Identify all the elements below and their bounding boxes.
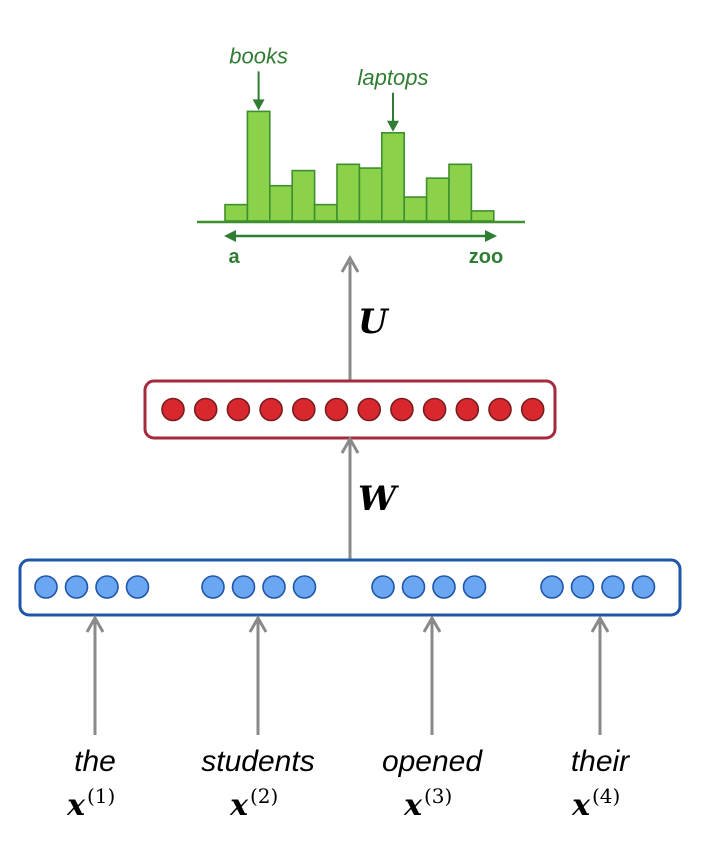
input-the: the x(1) xyxy=(66,614,116,823)
histogram-bar xyxy=(470,210,495,222)
vocab-axis-end-label: zoo xyxy=(469,246,503,268)
hidden-neuron xyxy=(324,397,349,422)
input-layer-box xyxy=(18,558,682,617)
hidden-neuron xyxy=(455,397,480,422)
input-neuron xyxy=(64,575,89,599)
input-vector-superscript: (3) xyxy=(424,784,452,808)
annotation-arrow-head xyxy=(252,99,265,111)
hidden-layer xyxy=(143,379,557,440)
input-opened: opened x(3) xyxy=(382,614,483,823)
input-neuron xyxy=(262,575,286,599)
input-neuron xyxy=(401,575,426,599)
hidden-neuron xyxy=(291,397,316,422)
arrow-U: U xyxy=(340,254,390,380)
input-vector-symbol: x xyxy=(229,788,249,823)
input-neuron xyxy=(432,575,456,599)
input-arrow-head xyxy=(422,614,442,633)
annotation-label-laptops: laptops xyxy=(358,65,429,90)
histogram-bars xyxy=(224,110,495,222)
arrow-W: W xyxy=(340,435,399,560)
hidden-neuron xyxy=(520,397,545,422)
input-neuron xyxy=(34,575,58,599)
hidden-neuron xyxy=(161,397,185,422)
vocab-axis-right-arrowhead xyxy=(485,230,497,242)
histogram-bar xyxy=(246,110,271,222)
histogram-annotations: books laptops xyxy=(229,43,429,132)
input-neuron xyxy=(601,575,625,599)
input-neurons xyxy=(34,575,656,599)
annotation-arrow-head xyxy=(387,120,399,132)
input-layer xyxy=(18,558,682,617)
output-distribution-histogram: books laptops a zoo xyxy=(197,43,525,268)
histogram-bar xyxy=(358,167,383,222)
input-neuron xyxy=(95,575,119,599)
input-neuron xyxy=(292,575,317,599)
input-students: students x(2) xyxy=(201,614,315,823)
histogram-bar xyxy=(291,169,316,222)
vocab-axis: a zoo xyxy=(224,230,503,268)
input-vector-superscript: (4) xyxy=(592,784,620,808)
histogram-bar xyxy=(425,177,450,222)
input-neuron xyxy=(462,575,487,599)
vocab-axis-start-label: a xyxy=(228,246,240,268)
hidden-neuron xyxy=(193,397,218,422)
input-arrow-head xyxy=(85,614,105,633)
matrix-U-label: U xyxy=(358,302,390,342)
histogram-bar xyxy=(224,203,249,222)
hidden-neuron xyxy=(259,397,283,422)
hidden-neuron xyxy=(390,397,414,422)
hidden-neurons xyxy=(161,397,545,422)
annotation-label-books: books xyxy=(229,43,288,68)
hidden-neuron xyxy=(226,397,251,422)
hidden-neuron xyxy=(488,397,512,422)
histogram-bar xyxy=(268,184,293,222)
vocab-axis-left-arrowhead xyxy=(224,230,236,242)
input-word: their xyxy=(571,745,630,778)
histogram-bar xyxy=(448,163,473,222)
histogram-bar xyxy=(336,163,361,222)
input-vector-symbol: x xyxy=(403,788,423,823)
histogram-bar xyxy=(403,196,428,222)
input-neuron xyxy=(231,575,256,599)
matrix-W-label: W xyxy=(358,479,399,519)
input-neuron xyxy=(201,575,225,599)
input-vector-symbol: x xyxy=(66,788,86,823)
input-neuron xyxy=(631,575,656,599)
input-word: students xyxy=(201,745,314,778)
input-neuron xyxy=(570,575,595,599)
input-vector-superscript: (1) xyxy=(87,784,115,808)
arrow-U-head xyxy=(340,254,360,273)
input-neuron xyxy=(371,575,395,599)
input-vector-superscript: (2) xyxy=(250,784,278,808)
histogram-bar xyxy=(380,132,405,222)
input-word: the xyxy=(74,745,116,778)
input-arrow-head xyxy=(248,614,268,633)
hidden-neuron xyxy=(357,397,382,422)
input-their: their x(4) xyxy=(571,614,630,823)
input-arrow-head xyxy=(590,614,610,633)
input-word: opened xyxy=(382,745,483,778)
input-vector-symbol: x xyxy=(571,788,591,823)
histogram-bar xyxy=(313,203,338,222)
arrow-W-head xyxy=(340,435,360,454)
input-neuron xyxy=(540,575,564,599)
input-neuron xyxy=(125,575,150,599)
hidden-neuron xyxy=(422,397,447,422)
